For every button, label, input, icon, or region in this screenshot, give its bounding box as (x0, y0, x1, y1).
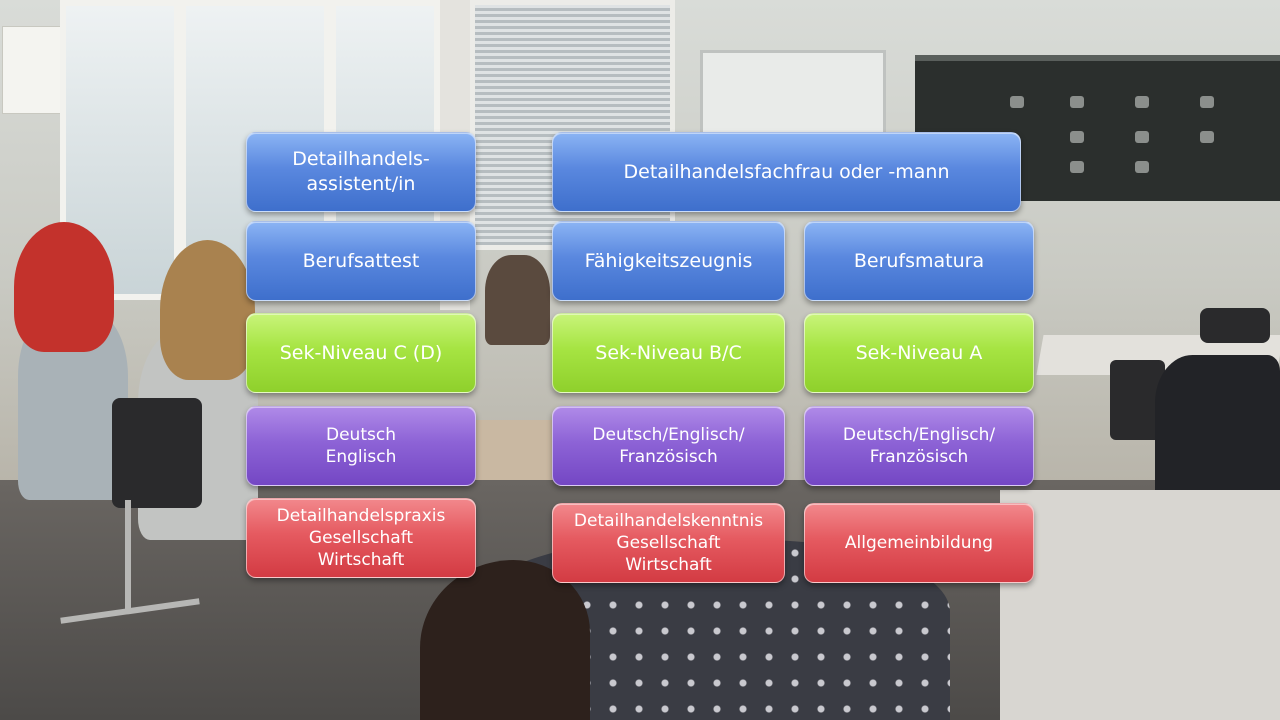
box-label: Sek-Niveau C (D) (279, 341, 443, 364)
box-detailhandelsfachfrau: Detailhandelsfachfrau oder -mann (552, 132, 1021, 212)
blackboard-icon (1010, 96, 1024, 108)
box-sprachen-efz: Deutsch/Englisch/ Französisch (552, 406, 785, 486)
box-label: Sek-Niveau B/C (595, 341, 742, 364)
chair (1200, 308, 1270, 343)
window-blinds (470, 0, 675, 250)
box-label: Detailhandelspraxis Gesellschaft Wirtsch… (276, 505, 446, 571)
student-hair (160, 240, 255, 380)
blackboard-icon (1070, 131, 1084, 143)
box-label: Detailhandelsfachfrau oder -mann (623, 160, 950, 183)
wall-poster (2, 26, 64, 114)
box-label: Detailhandels- assistent/in (292, 148, 430, 195)
box-faecher-efz: Detailhandelskenntnis Gesellschaft Wirts… (552, 503, 785, 583)
student-hair (14, 222, 114, 352)
box-sek-niveau-c: Sek-Niveau C (D) (246, 313, 476, 393)
blackboard-icon (1070, 161, 1084, 173)
box-berufsattest: Berufsattest (246, 221, 476, 301)
blackboard-icon (1200, 131, 1214, 143)
box-berufsmatura: Berufsmatura (804, 221, 1034, 301)
box-faehigkeitszeugnis: Fähigkeitszeugnis (552, 221, 785, 301)
box-label: Allgemeinbildung (844, 532, 994, 553)
chair-leg (125, 500, 131, 610)
jacket-on-chair (1155, 355, 1280, 515)
desk (1000, 490, 1280, 720)
box-faecher-matura: Allgemeinbildung (804, 503, 1034, 583)
box-label: Deutsch Englisch (325, 424, 397, 467)
chair (112, 398, 202, 508)
student-hair (420, 560, 590, 720)
box-sek-niveau-bc: Sek-Niveau B/C (552, 313, 785, 393)
box-detailhandelsassistent: Detailhandels- assistent/in (246, 132, 476, 212)
box-label: Sek-Niveau A (855, 341, 983, 364)
blackboard-icon (1070, 96, 1084, 108)
blackboard-icon (1200, 96, 1214, 108)
box-label: Deutsch/Englisch/ Französisch (592, 424, 745, 467)
box-sprachen-attest: Deutsch Englisch (246, 406, 476, 486)
box-sek-niveau-a: Sek-Niveau A (804, 313, 1034, 393)
blackboard-icon (1135, 161, 1149, 173)
box-sprachen-matura: Deutsch/Englisch/ Französisch (804, 406, 1034, 486)
student (485, 255, 550, 345)
box-label: Berufsattest (302, 249, 420, 272)
box-label: Fähigkeitszeugnis (584, 249, 753, 272)
box-label: Detailhandelskenntnis Gesellschaft Wirts… (573, 510, 764, 576)
box-label: Berufsmatura (853, 249, 985, 272)
blackboard-icon (1135, 96, 1149, 108)
blackboard-icon (1135, 131, 1149, 143)
desk (470, 420, 560, 480)
box-label: Deutsch/Englisch/ Französisch (842, 424, 996, 467)
box-faecher-attest: Detailhandelspraxis Gesellschaft Wirtsch… (246, 498, 476, 578)
